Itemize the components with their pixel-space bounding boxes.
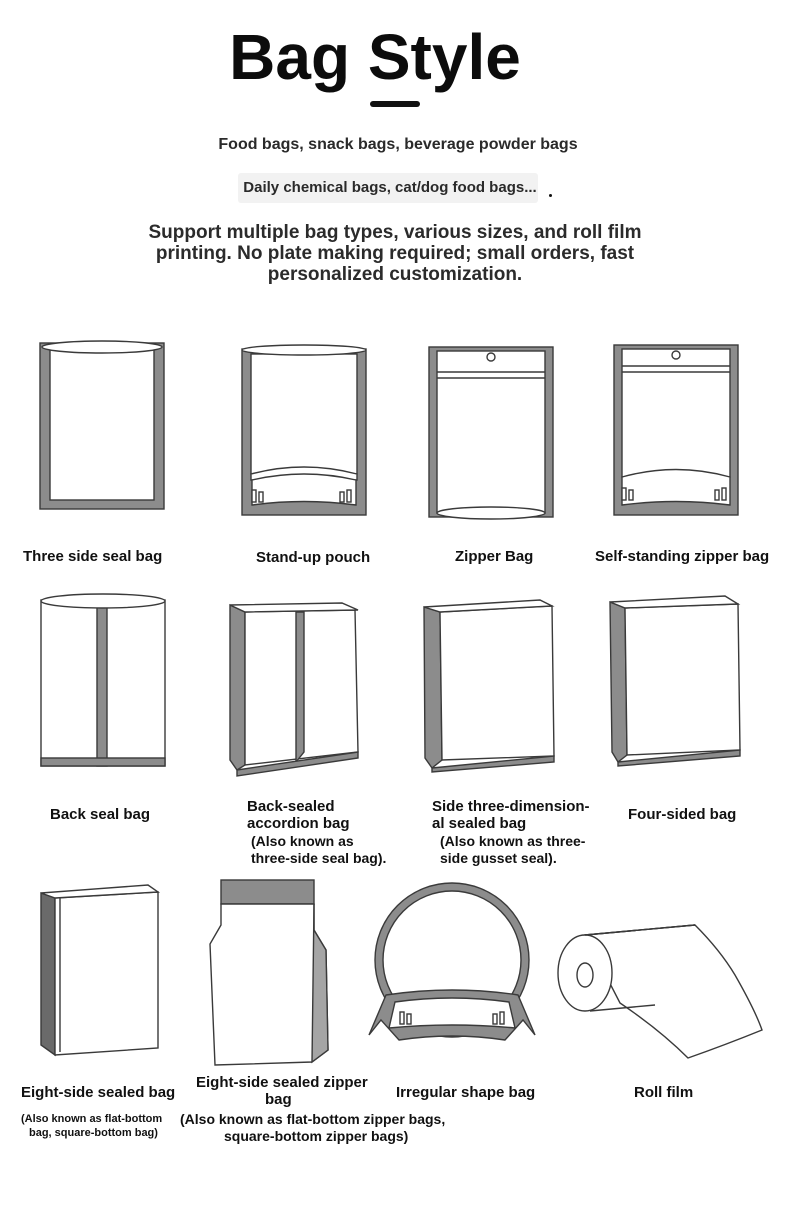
eight-side-zipper-bag-note-1: (Also known as flat-bottom zipper bags, xyxy=(180,1111,446,1127)
side-gusset-bag-label-2: al sealed bag xyxy=(432,815,527,832)
title-underline xyxy=(370,101,420,107)
service-description: Support multiple bag types, various size… xyxy=(148,222,642,285)
eight-side-zipper-bag-label-1: Eight-side sealed zipper xyxy=(196,1074,368,1091)
zipper-bag-icon xyxy=(428,346,554,520)
eight-side-zipper-bag-note-2: square-bottom zipper bags) xyxy=(224,1128,409,1144)
eight-side-sealed-bag-note-2: bag, square-bottom bag) xyxy=(29,1127,158,1139)
stand-up-pouch-label: Stand-up pouch xyxy=(256,549,371,566)
side-gusset-bag-note-2: side gusset seal). xyxy=(440,850,557,866)
use-case-line-1: Food bags, snack bags, beverage powder b… xyxy=(218,136,578,153)
roll-film-label: Roll film xyxy=(634,1084,694,1101)
side-gusset-bag-label-1: Side three-dimension- xyxy=(432,798,590,815)
use-case-line-2: Daily chemical bags, cat/dog food bags..… xyxy=(243,179,537,196)
decorative-dot xyxy=(549,194,552,197)
self-standing-zipper-bag-icon xyxy=(613,344,739,516)
side-gusset-bag-icon xyxy=(423,599,555,773)
back-seal-bag-icon xyxy=(40,593,166,767)
self-standing-zipper-bag-label: Self-standing zipper bag xyxy=(595,548,770,565)
use-case-chip xyxy=(238,173,538,203)
three-side-seal-bag-icon xyxy=(39,340,165,510)
back-sealed-accordion-bag-label-1: Back-sealed xyxy=(247,798,335,815)
side-gusset-bag-note-1: (Also known as three- xyxy=(440,833,586,849)
stand-up-pouch-icon xyxy=(241,344,367,516)
eight-side-sealed-bag-note-1: (Also known as flat-bottom xyxy=(21,1113,163,1125)
irregular-shape-bag-label: Irregular shape bag xyxy=(396,1084,536,1101)
four-sided-bag-icon xyxy=(609,595,741,767)
back-sealed-accordion-bag-label-2: accordion bag xyxy=(247,815,350,832)
three-side-seal-bag-label: Three side seal bag xyxy=(23,548,163,565)
eight-side-zipper-bag-icon xyxy=(209,879,329,1066)
four-sided-bag-label: Four-sided bag xyxy=(628,806,737,823)
eight-side-sealed-bag-label: Eight-side sealed bag xyxy=(21,1084,176,1101)
irregular-shape-bag-icon xyxy=(368,882,536,1041)
back-sealed-accordion-bag-note-1: (Also known as xyxy=(251,833,354,849)
page-title: Bag Style xyxy=(229,21,521,93)
back-sealed-accordion-bag-icon xyxy=(229,602,359,777)
zipper-bag-label: Zipper Bag xyxy=(455,548,534,565)
back-seal-bag-label: Back seal bag xyxy=(50,806,151,823)
eight-side-sealed-bag-icon xyxy=(40,884,161,1057)
roll-film-icon xyxy=(557,924,763,1059)
eight-side-zipper-bag-label-2: bag xyxy=(265,1091,292,1108)
back-sealed-accordion-bag-note-2: three-side seal bag). xyxy=(251,850,387,866)
